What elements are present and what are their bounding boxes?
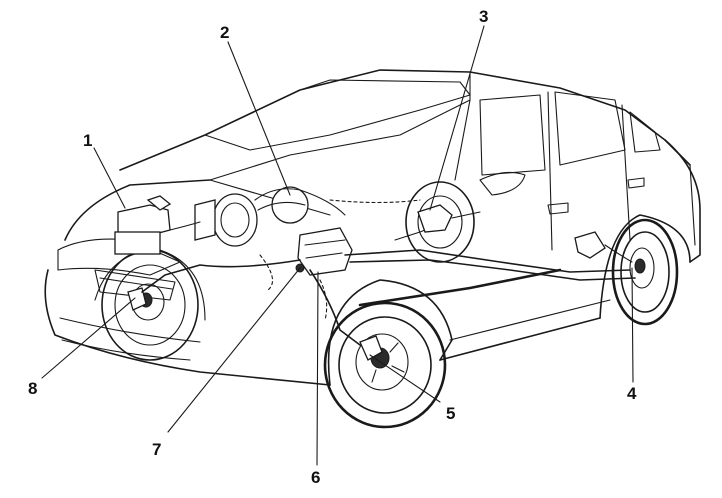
brake-components [114,186,636,361]
callout-3: 3 [479,7,488,26]
callout-6: 6 [311,468,320,487]
callout-5: 5 [446,404,455,423]
callout-2: 2 [220,23,229,42]
leader-lines [41,25,634,466]
callout-4: 4 [627,384,637,403]
wheels [101,181,679,429]
callout-8: 8 [28,379,37,398]
callout-7: 7 [152,440,161,459]
callout-1: 1 [83,131,92,150]
